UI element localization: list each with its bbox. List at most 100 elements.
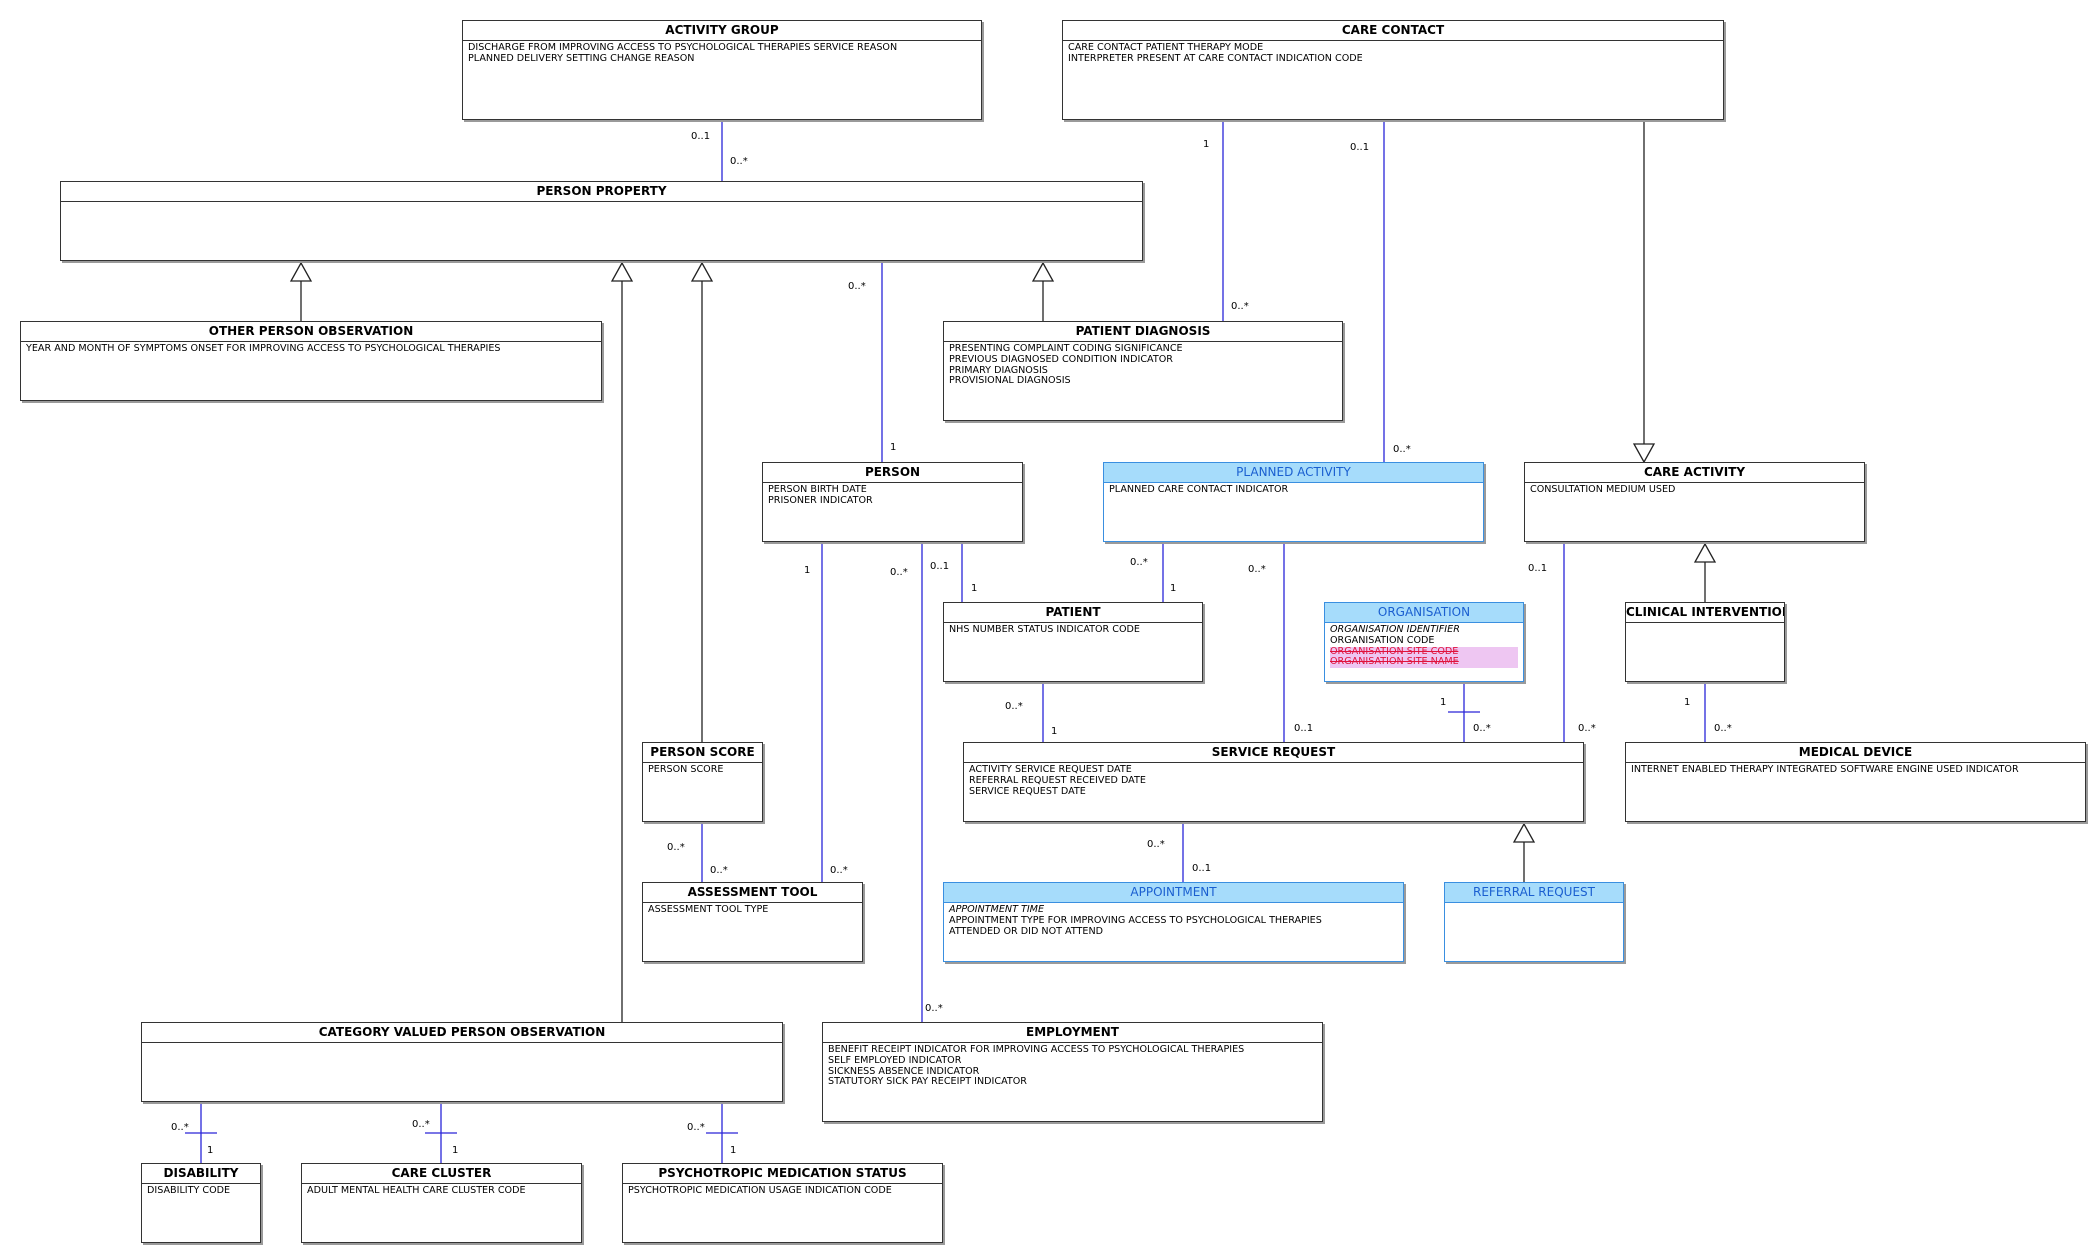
inheritance-arrowhead (610, 261, 634, 282)
entity-title: PERSON PROPERTY (61, 182, 1142, 202)
entity-title: APPOINTMENT (944, 883, 1403, 903)
multiplicity-label: 0..* (1578, 723, 1596, 734)
multiplicity-label: 0..* (687, 1122, 705, 1133)
multiplicity-label: 0..1 (1350, 142, 1370, 153)
attribute-list: PLANNED CARE CONTACT INDICATOR (1104, 483, 1483, 496)
inheritance-arrowhead (1512, 822, 1536, 843)
entity-title: OTHER PERSON OBSERVATION (21, 322, 601, 342)
multiplicity-label: 1 (730, 1145, 737, 1156)
multiplicity-label: 0..* (1005, 701, 1023, 712)
inheritance-arrowhead (1693, 542, 1717, 563)
entity-person-property: PERSON PROPERTY (60, 181, 1143, 261)
entity-title: PLANNED ACTIVITY (1104, 463, 1483, 483)
attribute: PRISONER INDICATOR (768, 494, 873, 506)
attribute: DISCHARGE FROM IMPROVING ACCESS TO PSYCH… (468, 42, 898, 53)
entity-title: PSYCHOTROPIC MEDICATION STATUS (623, 1164, 942, 1184)
entity-title: PATIENT (944, 603, 1202, 623)
attribute-list: ADULT MENTAL HEALTH CARE CLUSTER CODE (302, 1184, 581, 1197)
entity-title: CLINICAL INTERVENTION (1626, 603, 1784, 623)
multiplicity-label: 1 (452, 1145, 459, 1156)
attribute: SICKNESS ABSENCE INDICATOR (828, 1065, 980, 1077)
attribute: YEAR AND MONTH OF SYMPTOMS ONSET FOR IMP… (26, 343, 501, 354)
attribute: INTERPRETER PRESENT AT CARE CONTACT INDI… (1068, 52, 1363, 64)
entity-title: DISABILITY (142, 1164, 260, 1184)
attribute: PLANNED CARE CONTACT INDICATOR (1109, 484, 1289, 495)
attribute: REFERRAL REQUEST RECEIVED DATE (969, 774, 1146, 786)
attribute: NHS NUMBER STATUS INDICATOR CODE (949, 624, 1140, 635)
attribute: APPOINTMENT TIME (949, 904, 1045, 915)
entity-title: ASSESSMENT TOOL (643, 883, 862, 903)
multiplicity-label: 0..1 (1294, 723, 1314, 734)
multiplicity-label: 0..* (730, 156, 748, 167)
entity-clinical-intervention: CLINICAL INTERVENTION (1625, 602, 1785, 682)
entity-title: CARE ACTIVITY (1525, 463, 1864, 483)
attribute-list: YEAR AND MONTH OF SYMPTOMS ONSET FOR IMP… (21, 342, 601, 355)
entity-title: CATEGORY VALUED PERSON OBSERVATION (142, 1023, 782, 1043)
entity-category-valued-person-observation: CATEGORY VALUED PERSON OBSERVATION (141, 1022, 783, 1102)
attribute: ORGANISATION SITE NAME (1330, 657, 1518, 669)
attribute: ASSESSMENT TOOL TYPE (648, 904, 769, 915)
entity-title: MEDICAL DEVICE (1626, 743, 2085, 763)
multiplicity-label: 0..* (1473, 723, 1491, 734)
multiplicity-label: 0..* (1393, 444, 1411, 455)
attribute: PROVISIONAL DIAGNOSIS (949, 375, 1071, 387)
attribute-list: PERSON SCORE (643, 763, 762, 776)
attribute: ORGANISATION SITE CODE (1330, 646, 1518, 658)
attribute-list: PRESENTING COMPLAINT CODING SIGNIFICANCE… (944, 342, 1342, 387)
attribute: SELF EMPLOYED INDICATOR (828, 1054, 962, 1066)
multiplicity-label: 0..* (1248, 564, 1266, 575)
multiplicity-label: 0..* (1147, 839, 1165, 850)
multiplicity-label: 1 (1684, 697, 1691, 708)
multiplicity-label: 1 (804, 565, 811, 576)
multiplicity-label: 0..* (1130, 557, 1148, 568)
attribute-list: INTERNET ENABLED THERAPY INTEGRATED SOFT… (1626, 763, 2085, 776)
entity-title: CARE CONTACT (1063, 21, 1723, 41)
attribute: PRESENTING COMPLAINT CODING SIGNIFICANCE (949, 343, 1183, 354)
attribute: ORGANISATION CODE (1330, 634, 1435, 646)
multiplicity-label: 0..1 (1528, 563, 1548, 574)
entity-title: PERSON SCORE (643, 743, 762, 763)
attribute: PSYCHOTROPIC MEDICATION USAGE INDICATION… (628, 1185, 892, 1196)
attribute-list: BENEFIT RECEIPT INDICATOR FOR IMPROVING … (823, 1043, 1322, 1088)
multiplicity-label: 1 (1203, 139, 1210, 150)
attribute-list: PSYCHOTROPIC MEDICATION USAGE INDICATION… (623, 1184, 942, 1197)
multiplicity-label: 0..* (848, 281, 866, 292)
attribute: ATTENDED OR DID NOT ATTEND (949, 925, 1104, 937)
multiplicity-label: 0..* (925, 1003, 943, 1014)
attribute: APPOINTMENT TYPE FOR IMPROVING ACCESS TO… (949, 914, 1322, 926)
attribute-list (61, 202, 1142, 204)
attribute-list: CONSULTATION MEDIUM USED (1525, 483, 1864, 496)
attribute: PERSON BIRTH DATE (768, 484, 867, 495)
attribute-list: NHS NUMBER STATUS INDICATOR CODE (944, 623, 1202, 636)
attribute: PERSON SCORE (648, 764, 724, 775)
attribute-list: DISABILITY CODE (142, 1184, 260, 1197)
multiplicity-label: 1 (1170, 583, 1177, 594)
attribute: BENEFIT RECEIPT INDICATOR FOR IMPROVING … (828, 1044, 1245, 1055)
multiplicity-label: 1 (971, 583, 978, 594)
entity-title: REFERRAL REQUEST (1445, 883, 1623, 903)
multiplicity-label: 0..* (1714, 723, 1732, 734)
attribute: CARE CONTACT PATIENT THERAPY MODE (1068, 42, 1264, 53)
multiplicity-label: 0..1 (1192, 863, 1212, 874)
entity-title: SERVICE REQUEST (964, 743, 1583, 763)
entity-referral-request: REFERRAL REQUEST (1444, 882, 1624, 962)
attribute: PRIMARY DIAGNOSIS (949, 364, 1048, 376)
entity-title: PERSON (763, 463, 1022, 483)
